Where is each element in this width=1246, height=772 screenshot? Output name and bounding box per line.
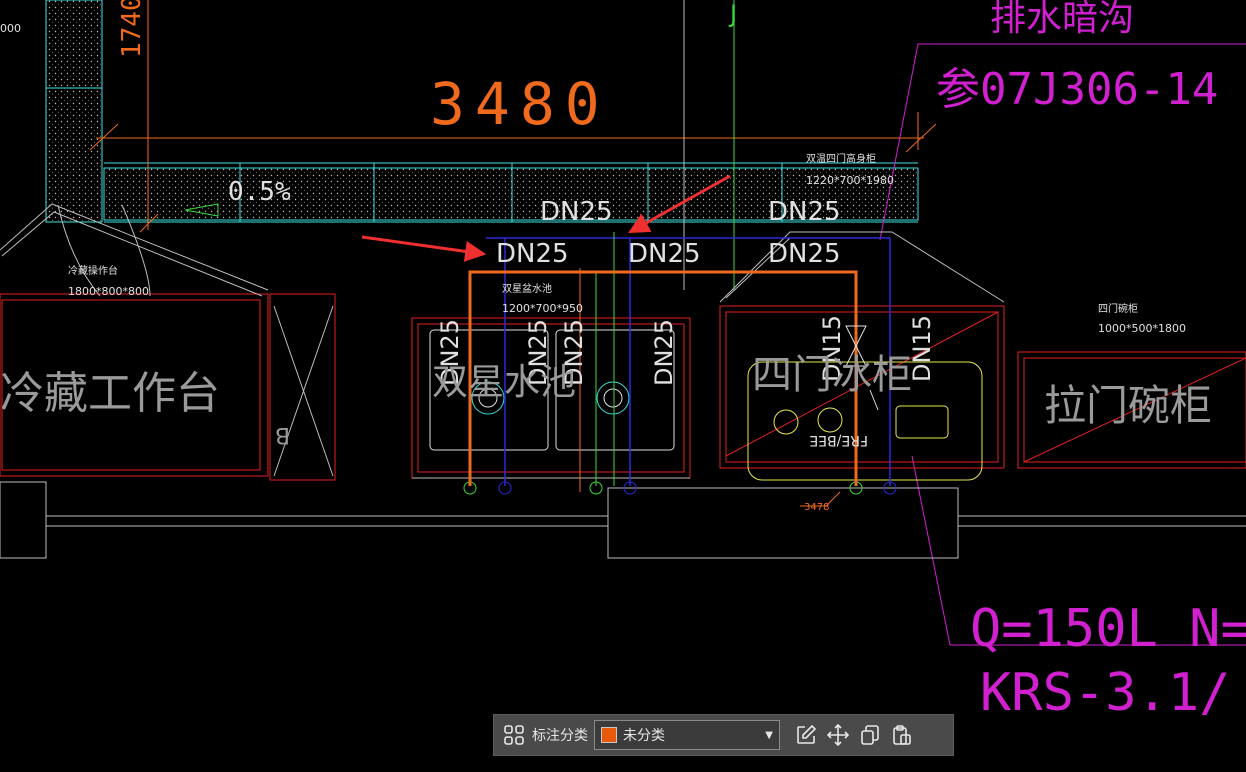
pipe-label-h5: DN25 (768, 239, 841, 269)
sink-size: 1200*700*950 (502, 302, 583, 315)
valve-symbol (845, 325, 879, 411)
cabinet-small: 四门碗柜 (1098, 302, 1138, 315)
drain-title: 排水暗沟 (990, 0, 1134, 39)
dim-small: 3478 (804, 502, 829, 513)
category-color-swatch (601, 727, 617, 743)
cold-table-big: 冷藏工作台 (0, 368, 220, 419)
sink-big: 双星水池 (432, 362, 576, 403)
cabinet-tag: B (275, 422, 290, 447)
sink-small: 双星盆水池 (502, 282, 552, 295)
edit-icon[interactable] (790, 719, 822, 751)
arrow-left (361, 235, 487, 262)
pipe-label-h4: DN25 (628, 239, 701, 269)
dim-side: 1740 (117, 0, 147, 58)
cold-table-size: 1800*800*800 (68, 285, 149, 298)
fridge-size: 1220*700*1980 (806, 174, 894, 187)
equipment-q: Q=150L N=2 (970, 599, 1246, 659)
chevron-down-icon: ▼ (765, 729, 773, 741)
four-door-fridge (719, 231, 1005, 481)
category-value: 未分类 (623, 728, 665, 744)
copy-icon[interactable] (854, 719, 886, 751)
pipe-label-v3: DN25 (560, 319, 588, 386)
drain-trench (103, 162, 919, 223)
blue-pipes (486, 237, 897, 495)
category-select[interactable]: 未分类 ▼ (594, 720, 780, 750)
left-wall (45, 0, 103, 223)
axis-j: J (728, 0, 737, 28)
annotation-toolbar: 标注分类 未分类 ▼ (493, 714, 954, 756)
cold-table-small: 冷藏操作台 (68, 264, 118, 277)
cabinet-size: 1000*500*1800 (1098, 322, 1186, 335)
equipment-model: KRS-3.1/ D15 (980, 663, 1246, 723)
bowl-cabinet (1017, 351, 1246, 469)
drain-leader (879, 43, 1246, 646)
dimension-3480 (89, 0, 937, 233)
hot-water-pipe (468, 268, 858, 507)
toolbar-label: 标注分类 (532, 728, 588, 744)
move-icon[interactable] (822, 719, 854, 751)
pipe-label-v2: DN25 (524, 319, 552, 386)
pipe-label-v4: DN25 (650, 319, 678, 386)
drain-ref: 参07J306-14 (936, 64, 1218, 115)
cold-workbench (0, 203, 336, 481)
slope-label: 0.5% (228, 177, 291, 207)
pipe-label-h3: DN25 (496, 239, 569, 269)
fridge-big: 四门冰柜 (752, 352, 912, 398)
lower-counters (0, 481, 1246, 559)
pipe-label-h1: DN25 (540, 197, 613, 227)
pipe-label-v1: DN25 (436, 319, 464, 386)
dim-left-edge: 000 (0, 22, 21, 35)
annotation-arrows[interactable] (361, 174, 731, 262)
arrow-right (628, 174, 731, 234)
grid-icon[interactable] (498, 719, 530, 751)
fridge-mark: FRE/BEE (809, 432, 868, 448)
cabinet-big: 拉门碗柜 (1044, 381, 1212, 430)
pipe-label-h2: DN25 (768, 197, 841, 227)
fridge-small: 双温四门高身柜 (806, 152, 876, 165)
pipe-label-v5: DN15 (818, 315, 846, 382)
double-sink (411, 317, 691, 479)
pipe-label-v6: DN15 (908, 315, 936, 382)
dim-main: 3480 (430, 70, 610, 138)
paste-icon[interactable] (886, 719, 918, 751)
